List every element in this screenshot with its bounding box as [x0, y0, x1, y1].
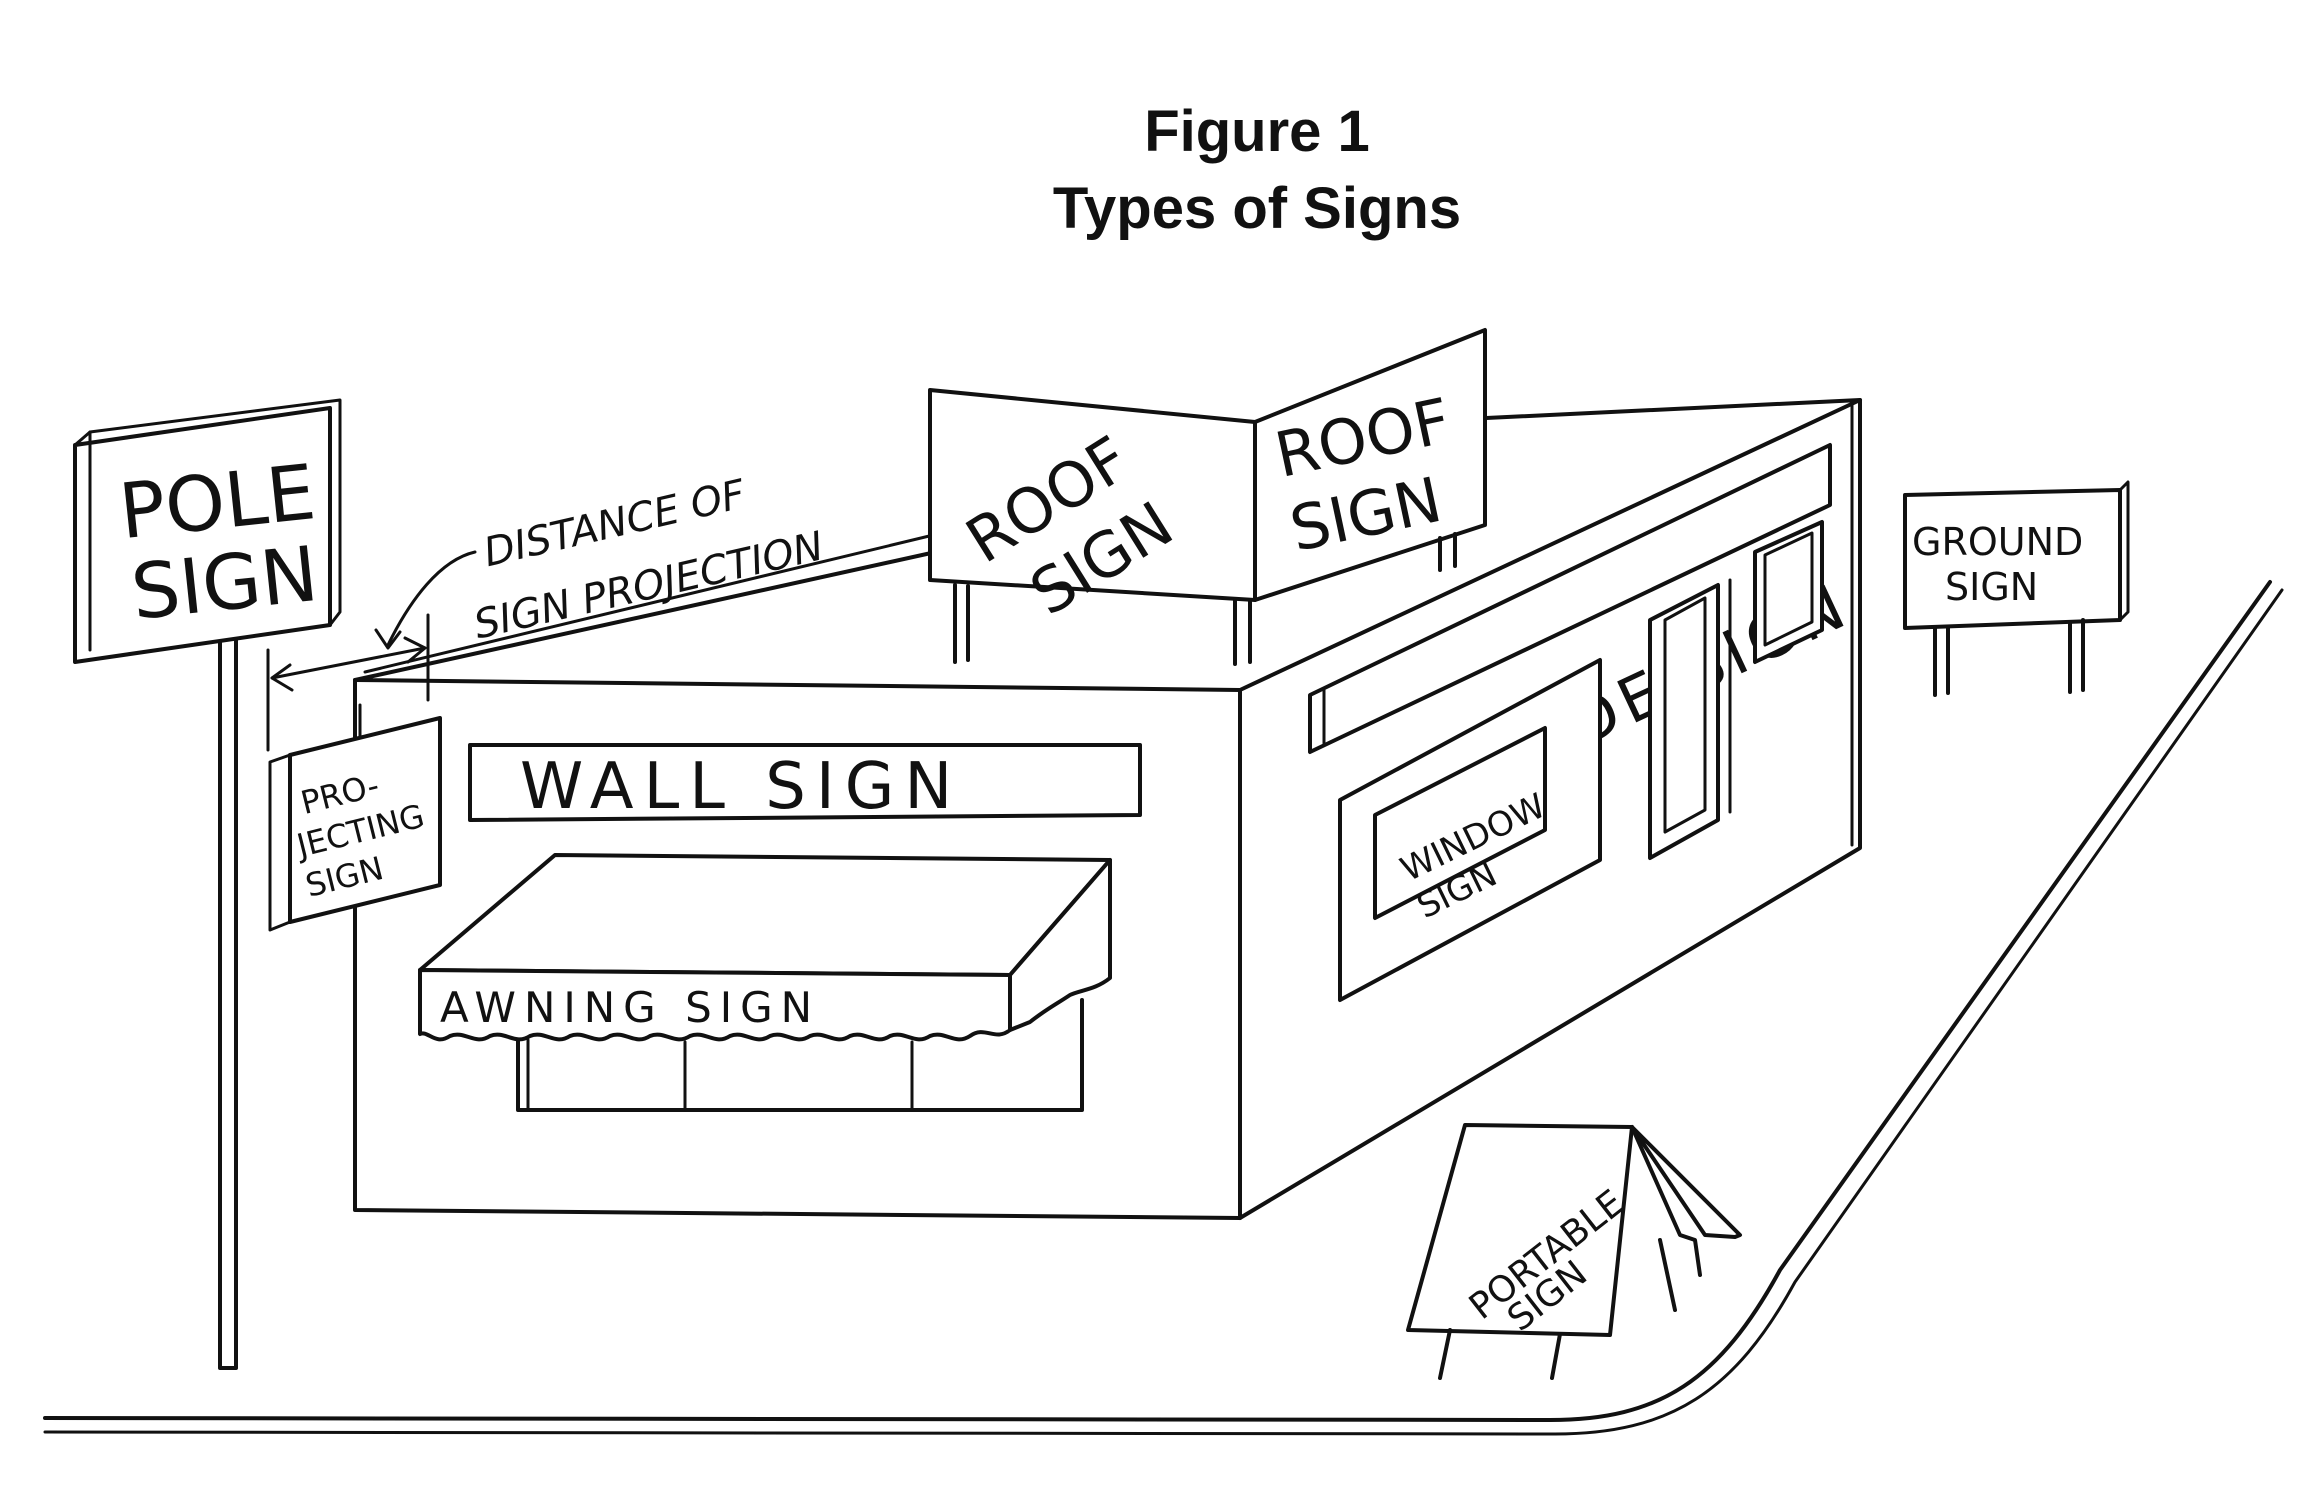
projecting-sign: PRO- JECTING SIGN: [270, 705, 440, 930]
street-curb: [45, 582, 2282, 1434]
ground-sign: GROUND SIGN: [1905, 482, 2128, 695]
portable-sign: PORTABLE SIGN: [1408, 1125, 1740, 1378]
ground-sign-line1: GROUND: [1912, 520, 2083, 564]
awning-sign: AWNING SIGN: [420, 855, 1110, 1110]
wall-sign: WALL SIGN: [470, 745, 1140, 824]
ground-sign-line2: SIGN: [1945, 565, 2038, 609]
figure-title: Types of Signs: [100, 180, 2314, 238]
door: [1650, 580, 1730, 858]
wall-sign-label: WALL SIGN: [520, 750, 962, 824]
figure-number: Figure 1: [100, 103, 2314, 161]
awning-sign-label: AWNING SIGN: [440, 983, 820, 1032]
distance-of-sign-projection: DISTANCE OF SIGN PROJECTION: [268, 471, 828, 750]
